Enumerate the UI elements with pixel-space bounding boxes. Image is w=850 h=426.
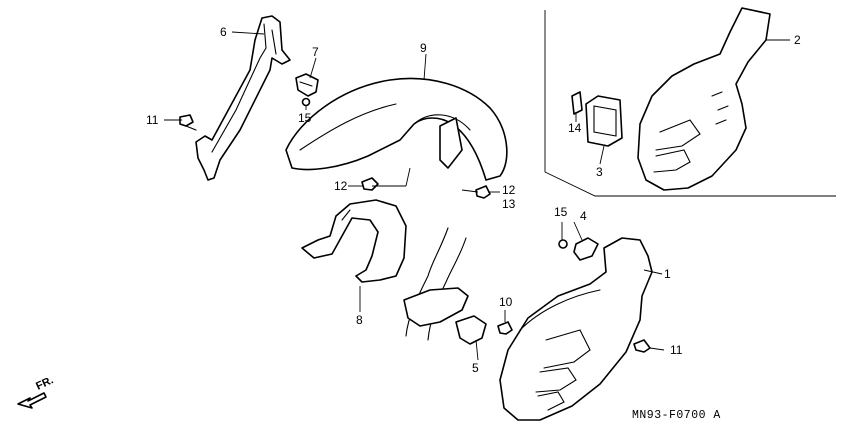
part-8-fender-stay bbox=[301, 199, 407, 283]
callout-11-right: 11 bbox=[670, 343, 683, 357]
callout-12-right: 12 bbox=[502, 183, 516, 197]
part-4-clip bbox=[573, 237, 599, 261]
direction-label: FR. bbox=[34, 374, 55, 392]
inset-frame bbox=[544, 10, 836, 197]
callout-1: 1 bbox=[664, 267, 671, 281]
part-9-front-fender bbox=[285, 77, 508, 181]
callout-13: 13 bbox=[502, 197, 516, 211]
callout-14: 14 bbox=[568, 121, 582, 135]
part-12-bolt-right bbox=[475, 185, 491, 199]
callout-7: 7 bbox=[312, 45, 319, 59]
callout-12-left: 12 bbox=[334, 179, 348, 193]
part-15-grommet-right bbox=[558, 239, 568, 249]
leader-lines bbox=[164, 31, 790, 361]
callout-15-right: 15 bbox=[554, 205, 568, 219]
part-11-bolt-right bbox=[633, 339, 651, 353]
part-2-disc-cover bbox=[637, 7, 771, 191]
part-10-bolt bbox=[497, 321, 513, 335]
part-6-bracket bbox=[195, 15, 291, 181]
part-7-clip bbox=[295, 73, 319, 97]
callout-10: 10 bbox=[499, 295, 513, 309]
callout-3: 3 bbox=[596, 165, 603, 179]
callout-4: 4 bbox=[580, 209, 587, 223]
front-direction-arrow-icon bbox=[17, 392, 47, 409]
callout-8: 8 bbox=[356, 313, 363, 327]
part-1-disc-cover bbox=[499, 237, 653, 421]
callout-9: 9 bbox=[420, 41, 427, 55]
part-11-bolt-left bbox=[179, 114, 197, 131]
part-5-bracket bbox=[455, 315, 487, 345]
part-14-clip bbox=[571, 91, 583, 115]
part-12-bolt-left bbox=[361, 177, 379, 191]
callout-11-left: 11 bbox=[146, 113, 159, 127]
part-15-grommet-top bbox=[301, 97, 311, 107]
fork-leg bbox=[403, 227, 469, 341]
callout-6: 6 bbox=[220, 25, 227, 39]
diagram-code: MN93-F0700 A bbox=[632, 409, 721, 422]
callout-15-top: 15 bbox=[298, 111, 312, 125]
callout-2: 2 bbox=[794, 33, 801, 47]
callout-5: 5 bbox=[472, 361, 479, 375]
callout-labels: 6 7 15 11 9 12 12 13 8 5 10 15 4 1 11 2 … bbox=[146, 25, 801, 375]
part-3-reflector bbox=[585, 95, 623, 147]
